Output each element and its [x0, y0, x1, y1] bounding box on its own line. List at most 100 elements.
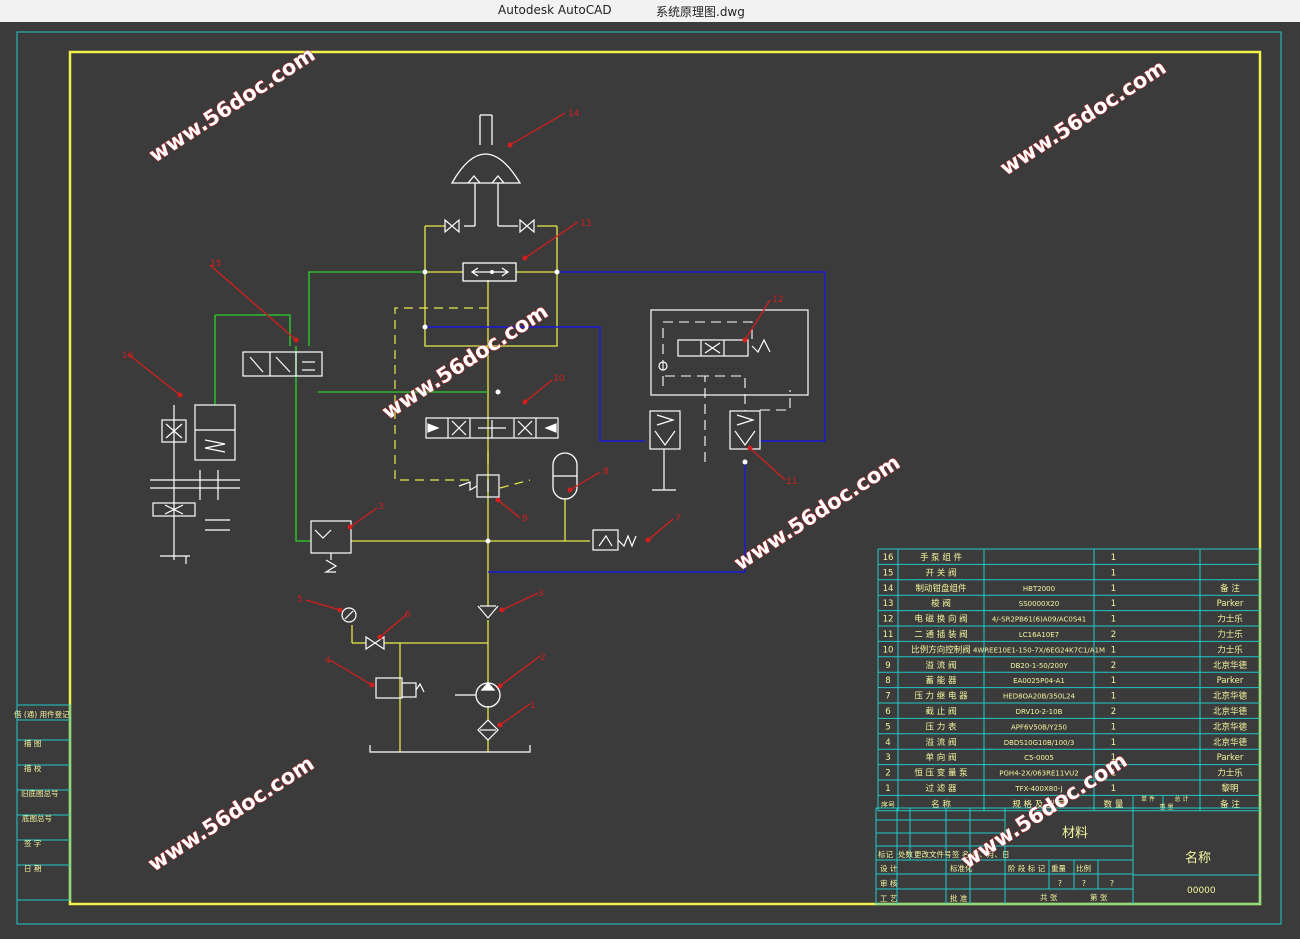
parts-row-spec: DBDS10G10B/100/3: [1004, 739, 1075, 747]
drawing-name: 名称: [1185, 850, 1211, 866]
parts-header-spec: 规 格 及 型 号: [1012, 799, 1065, 810]
watermark-5: www.56doc.com: [144, 751, 319, 876]
parts-row-name: 过 滤 器: [926, 783, 957, 794]
parts-row-note: Parker: [1217, 753, 1244, 763]
brake-caliper-symbol: [450, 114, 522, 227]
parts-row-spec: PGH4-2X/063RE11VU2: [999, 770, 1078, 778]
parts-row-name: 比例方向控制阀: [911, 644, 971, 655]
parts-row-name: 手 泵 组 件: [920, 552, 963, 563]
parts-row-spec: LC16A10E7: [1019, 631, 1059, 639]
shutoff-valves-top: [444, 218, 535, 234]
app-name: Autodesk AutoCAD: [498, 3, 612, 17]
callout-1: 1: [530, 701, 536, 711]
parts-row-no: 6: [885, 707, 890, 717]
outer-frame: [16, 31, 1282, 925]
parts-row-qty: 2: [1111, 630, 1116, 640]
drawing-code: 00000: [1187, 886, 1216, 896]
parts-row-no: 11: [883, 630, 894, 640]
callout-14: 14: [568, 109, 580, 119]
left-strip: [16, 704, 71, 901]
parts-row-name: 二 通 插 装 阀: [914, 629, 967, 640]
parts-row-no: 1: [885, 784, 890, 794]
parts-row-qty: 1: [1111, 584, 1116, 594]
left-strip-title: 借 (通) 用件登记: [14, 709, 70, 719]
parts-row-note: 北京华德: [1213, 660, 1248, 671]
watermark-2: www.56doc.com: [996, 55, 1171, 180]
material-label: 材料: [1062, 826, 1088, 841]
directional-valve-15: [242, 351, 323, 377]
left-strip-row-4: 底图总号: [22, 813, 52, 823]
parts-row-no: 2: [885, 769, 890, 779]
callout-11: 11: [786, 477, 797, 487]
parts-row-name: 溢 流 阀: [926, 660, 957, 671]
parts-row-qty: 1: [1111, 676, 1116, 686]
solenoid-valve-12: [650, 309, 809, 396]
parts-header-total: 总 计: [1175, 795, 1189, 803]
relief-valve-4: [375, 677, 425, 699]
parts-row-spec: DRV10-2-10B: [1016, 708, 1063, 716]
parts-row-qty: 1: [1111, 722, 1116, 732]
leader-lines: [127, 112, 786, 726]
parts-row-spec: DB20-1-50/200Y: [1010, 662, 1068, 670]
rev-sign: 签 名: [952, 849, 969, 859]
callout-numbers: 14 13 15 16 12 10 11 8 9 3 7 5 3 6 2 4 1: [122, 109, 797, 711]
parts-row-qty: 2: [1111, 661, 1116, 671]
parts-row-note: 北京华德: [1213, 691, 1248, 702]
proportional-valve-10: [425, 417, 559, 439]
weight-label: 重量: [1051, 864, 1067, 873]
callout-10: 10: [553, 374, 565, 384]
q-mark-1: ?: [1058, 879, 1062, 888]
parts-row-note: 北京华德: [1213, 706, 1248, 717]
parts-row-no: 7: [885, 692, 890, 702]
std-label: 标准化: [950, 863, 973, 873]
parts-row-name: 蓄 能 器: [926, 675, 957, 686]
return-lines-blue: [425, 271, 826, 573]
check-valve-3: [477, 605, 499, 619]
parts-row-name: 压 力 继 电 器: [914, 691, 968, 702]
title-bar: Autodesk AutoCAD 系统原理图.dwg: [0, 0, 1300, 23]
tank-line: [369, 745, 531, 753]
role-review: 审 核: [880, 878, 898, 888]
parts-row-qty: 1: [1111, 784, 1116, 794]
parts-row-note: Parker: [1217, 676, 1244, 686]
left-strip-row-1: 描 图: [24, 738, 41, 748]
relief-valve-9: [458, 474, 500, 498]
parts-row-no: 13: [883, 599, 894, 609]
parts-row-no: 12: [883, 615, 894, 625]
parts-row-spec: HED8OA20B/350L24: [1003, 693, 1075, 701]
relief-valve-3: [310, 520, 352, 573]
parts-row-name: 恒 压 变 量 泵: [914, 768, 968, 779]
callout-9: 9: [522, 514, 528, 524]
parts-row-note: 黎明: [1221, 783, 1238, 794]
watermarks: www.56doc.com www.56doc.com www.56doc.co…: [143, 42, 1171, 877]
parts-row-no: 15: [883, 568, 894, 578]
callout-5: 5: [297, 595, 303, 605]
hand-pump-group-16: [150, 404, 240, 564]
role-design: 设 计: [880, 863, 898, 873]
parts-row-no: 14: [883, 584, 894, 594]
callout-4: 4: [325, 656, 331, 666]
callout-16: 16: [122, 351, 134, 361]
left-strip-row-6: 日 期: [24, 864, 41, 873]
parts-row-name: 开 关 阀: [926, 567, 957, 578]
callout-2: 2: [540, 653, 546, 663]
parts-row-spec: TFX-400X80-J: [1014, 785, 1062, 793]
callout-8: 8: [603, 467, 609, 477]
parts-row-qty: 1: [1111, 769, 1116, 779]
watermark-1: www.56doc.com: [145, 42, 320, 167]
drawing-canvas[interactable]: 14 13 15 16 12 10 11 8 9 3 7 5 3 6 2 4 1…: [0, 22, 1300, 939]
parts-row-no: 8: [885, 676, 890, 686]
pilot-lines-green: [214, 271, 488, 542]
parts-row-qty: 1: [1111, 645, 1116, 655]
parts-row-no: 5: [885, 722, 890, 732]
parts-row-note: 力士乐: [1217, 614, 1243, 625]
parts-header-unit: 单 件: [1141, 795, 1155, 803]
approve-label: 批 准: [950, 893, 968, 903]
parts-row-note: 力士乐: [1217, 768, 1243, 779]
parts-row-name: 制动钳盘组件: [915, 583, 967, 594]
callout-7: 7: [675, 514, 681, 524]
pressure-switch-7: [592, 529, 637, 551]
filter-1: [477, 719, 499, 741]
solenoid-valve-12-dashed: [662, 321, 791, 462]
